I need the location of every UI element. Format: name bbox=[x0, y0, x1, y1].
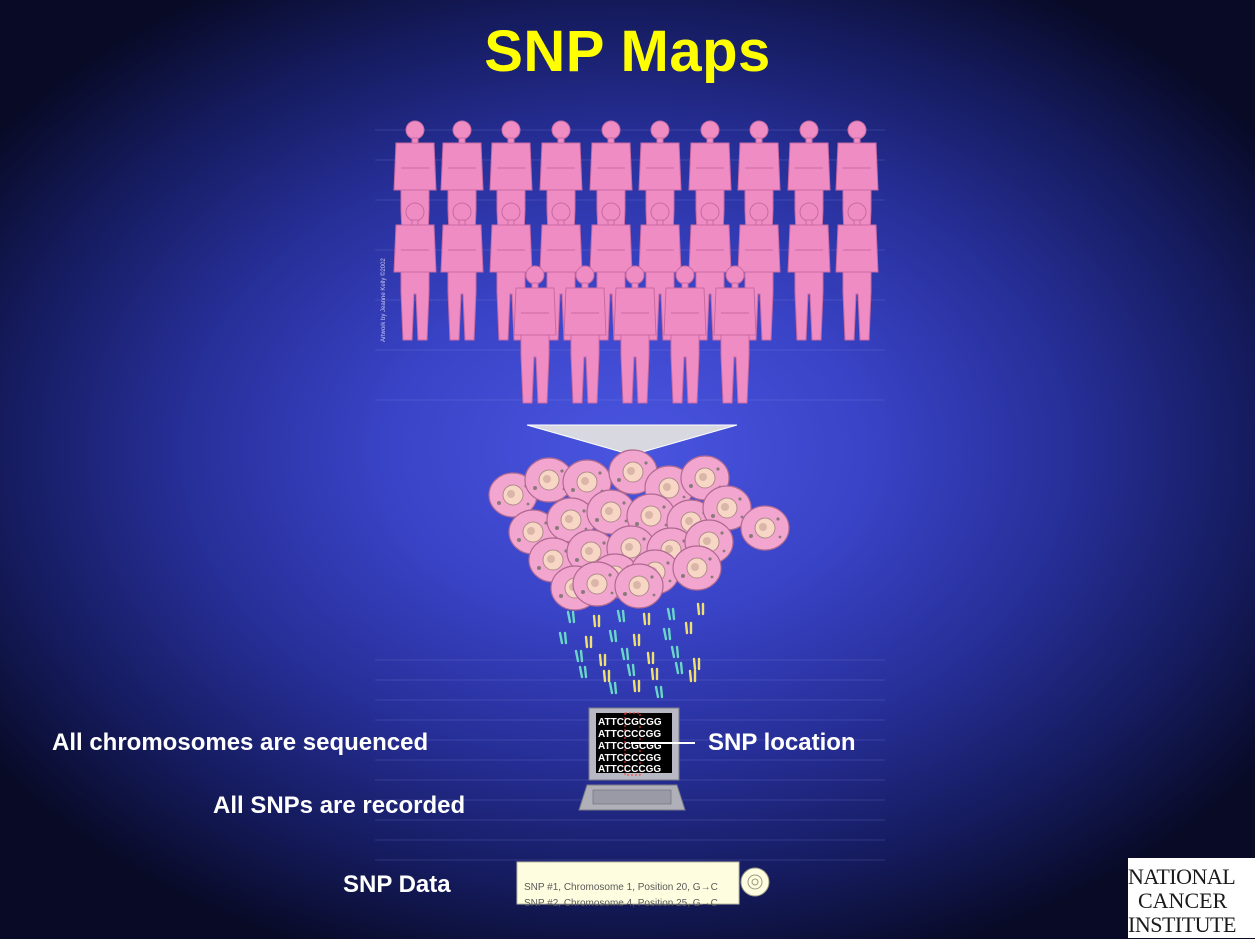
keyboard bbox=[578, 784, 686, 811]
snp-data-line-2: SNP #2, Chromosome 4, Position 25, G→C bbox=[524, 898, 718, 909]
label-sequenced: All chromosomes are sequenced bbox=[52, 729, 429, 756]
cell-cluster bbox=[488, 449, 790, 611]
sequence-line-4: ATTCCCCGG bbox=[598, 753, 661, 764]
down-arrow bbox=[526, 424, 738, 456]
label-recorded: All SNPs are recorded bbox=[213, 792, 466, 819]
logo-line-institute: INSTITUTE bbox=[1128, 912, 1236, 937]
sequence-line-2: ATTCCCCGG bbox=[598, 729, 661, 740]
chromosome-cloud bbox=[558, 602, 705, 699]
artwork-credit: Artwork by Jeanne Kelly ©2002 bbox=[380, 258, 387, 342]
slide-title: SNP Maps bbox=[484, 19, 771, 84]
sequence-line-5: ATTCCCCGG bbox=[598, 764, 661, 775]
sequence-line-3: ATTCCGCGG bbox=[598, 741, 662, 752]
logo-line-cancer: CANCER bbox=[1138, 888, 1228, 913]
logo-line-national: NATIONAL bbox=[1128, 864, 1236, 889]
nci-logo: NATIONAL CANCER INSTITUTE bbox=[1128, 858, 1255, 938]
snp-data-line-1: SNP #1, Chromosome 1, Position 20, G→C bbox=[524, 882, 718, 893]
snp-data-strip: SNP #1, Chromosome 1, Position 20, G→C S… bbox=[516, 861, 770, 909]
population-people bbox=[393, 120, 879, 404]
label-snp-data: SNP Data bbox=[343, 871, 451, 898]
computer-monitor: ATTCCGCGG ATTCCCCGG ATTCCGCGG ATTCCCCGG … bbox=[588, 707, 695, 781]
label-snp-location: SNP location bbox=[708, 729, 856, 756]
snp-illustration: Artwork by Jeanne Kelly ©2002 bbox=[375, 120, 885, 909]
sequence-line-1: ATTCCGCGG bbox=[598, 717, 662, 728]
